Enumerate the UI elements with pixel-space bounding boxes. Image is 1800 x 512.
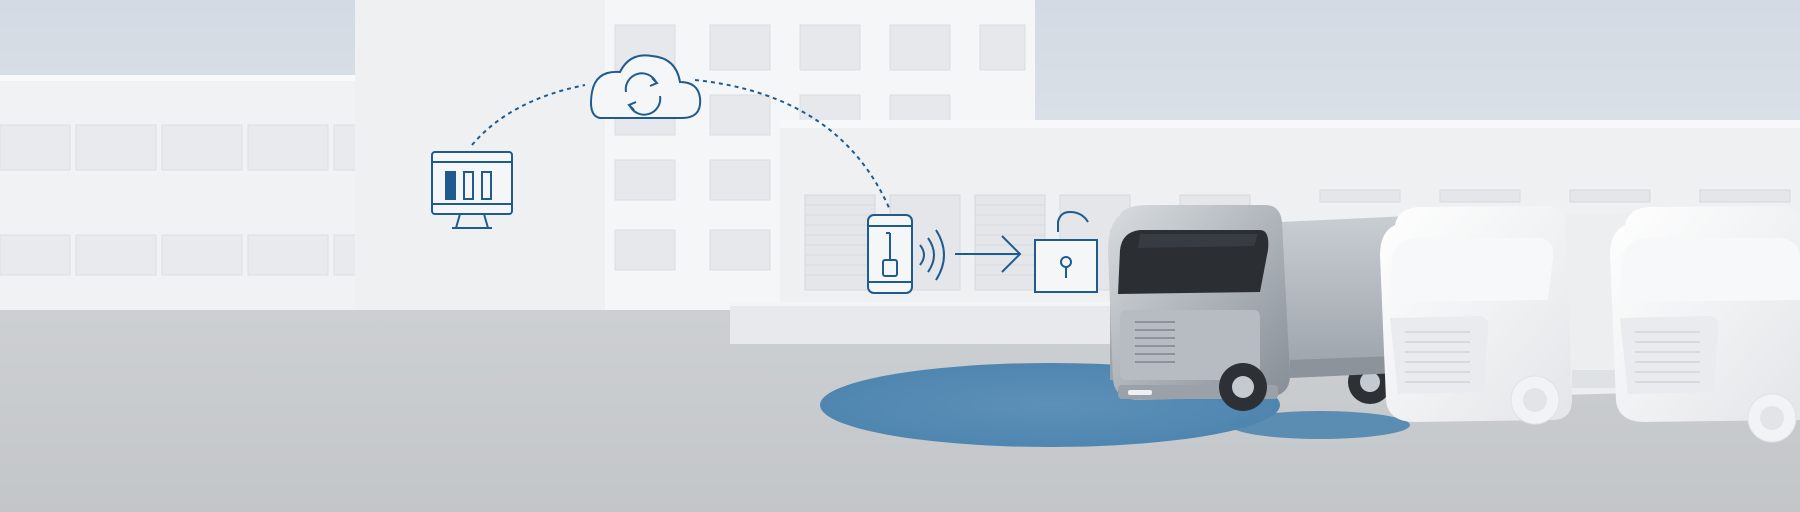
monitor-battery-icon xyxy=(431,151,513,229)
wireless-signal-icon xyxy=(919,229,945,281)
unlocked-padlock-icon xyxy=(1034,210,1098,293)
dashed-link-monitor-cloud xyxy=(471,84,586,146)
dashed-link-cloud-phone xyxy=(694,79,891,211)
cloud-sync-icon xyxy=(590,54,702,119)
white-truck xyxy=(1610,206,1800,443)
platform xyxy=(730,302,1130,344)
smartphone-key-icon xyxy=(867,214,913,294)
silver-truck xyxy=(1108,205,1430,411)
arrow-right-icon xyxy=(955,235,1022,273)
